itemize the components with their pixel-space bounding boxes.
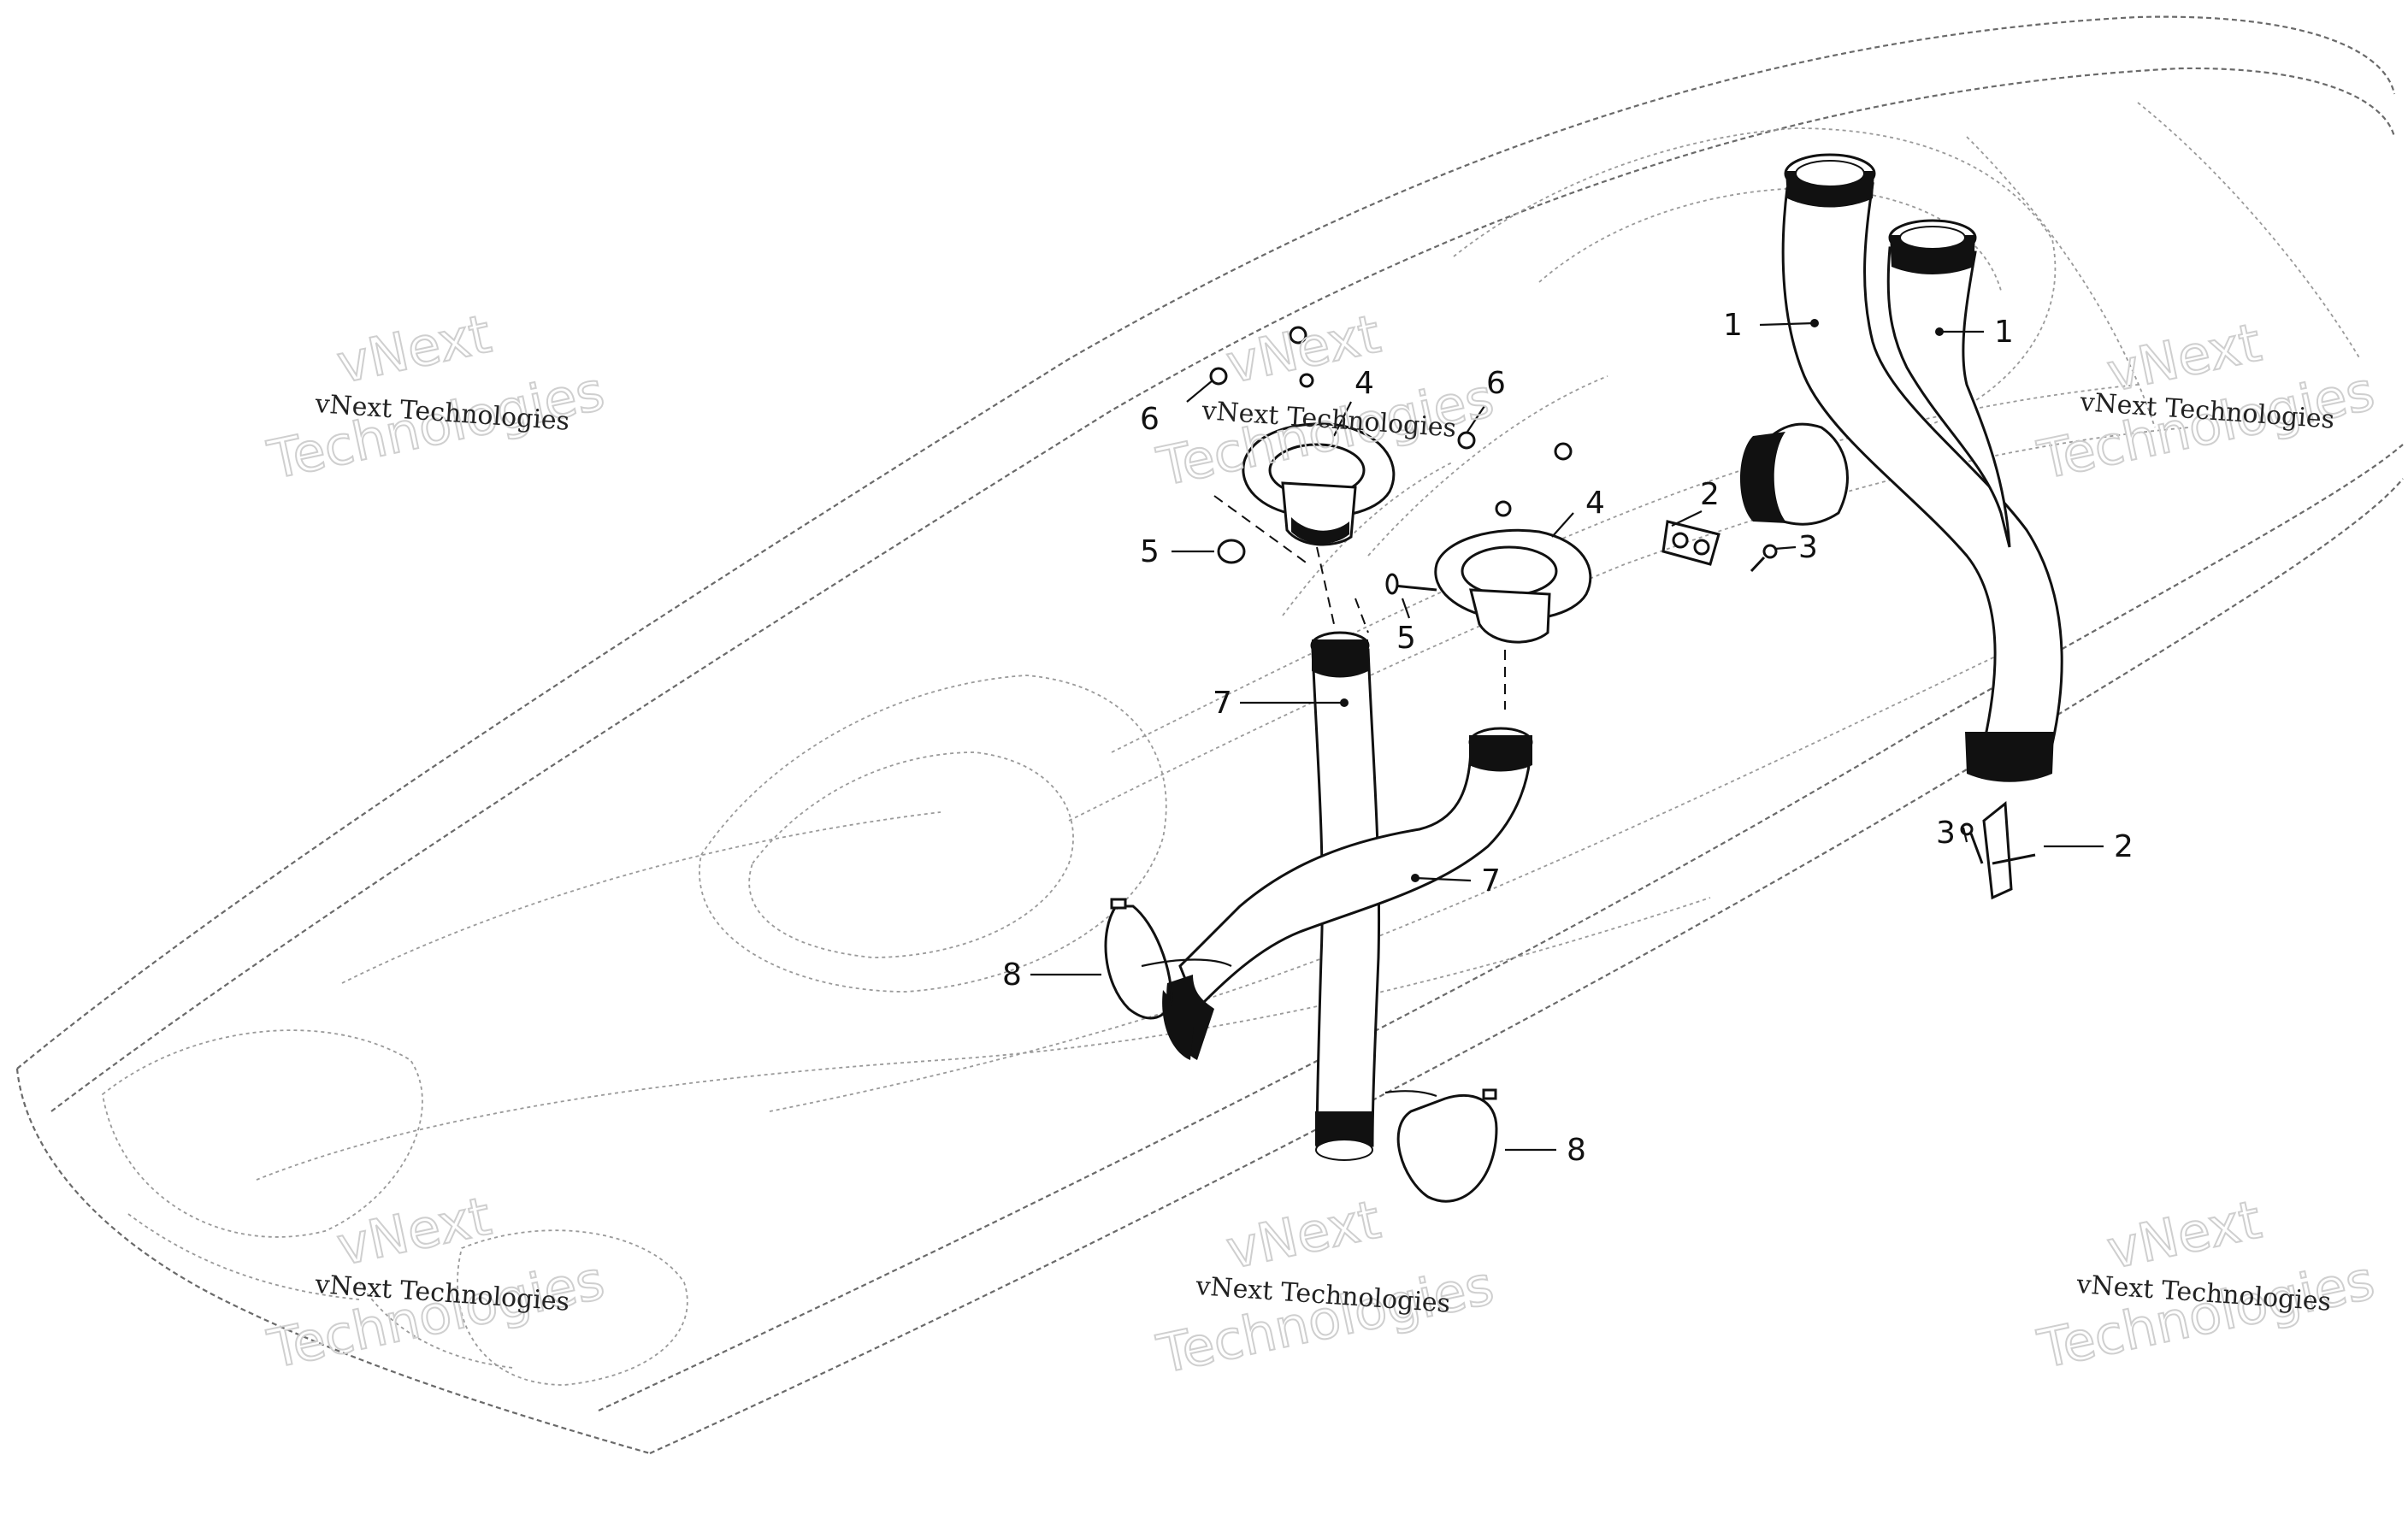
callout-4a: 4 [1354,366,1374,401]
callout-7a: 7 [1213,686,1232,721]
washers [1209,326,1573,517]
callout-4b: 4 [1585,486,1605,521]
watermark-big-line1: vNext [332,1185,496,1278]
screw-lower [1960,822,1984,864]
exhaust-pipe-right [1886,219,2011,548]
callout-6a: 6 [1140,402,1160,437]
callout-3b: 3 [1936,816,1956,851]
hose-clamp-lower [1396,1088,1498,1203]
callout-1b: 1 [1994,315,2014,350]
watermark-bottom-left: vNext Technologies vNext Technologies [262,1184,611,1382]
watermark-top-left: vNext Technologies vNext Technologies [262,302,611,492]
hose-clamp-upper [1104,898,1173,1020]
plug-cap [1217,539,1246,564]
watermark-big-line1: vNext [332,303,496,396]
callout-6b: 6 [1486,366,1506,401]
screw-upper [1750,544,1778,573]
vent-screw [1385,573,1437,595]
callout-1a: 1 [1723,308,1743,343]
vent-housing-right [1434,528,1592,644]
watermark-big-line1: vNext [2102,1188,2266,1282]
callout-5a: 5 [1140,534,1160,569]
hull-outline [15,15,2404,1455]
watermark-big-line1: vNext [1221,1188,1385,1282]
watermark-top-right: vNext Technologies vNext Technologies [2032,310,2381,492]
callout-numbers: 1 1 2 2 3 3 4 4 5 5 6 6 7 7 8 8 [1002,308,2134,1168]
watermark-bottom-right: vNext Technologies vNext Technologies [2032,1187,2381,1382]
callout-3a: 3 [1798,530,1818,565]
callout-5b: 5 [1396,621,1416,656]
vent-housing-left [1242,422,1396,546]
clamp-upper [1661,520,1720,566]
leader-lines [1030,319,2104,1152]
callout-8a: 8 [1002,958,1022,993]
watermark-bottom-center: vNext Technologies vNext Technologies [1151,1187,1500,1387]
exhaust-pipe-left [1781,153,2063,782]
clamp-lower [1982,801,2036,900]
exhaust-pipe-elbow [1740,422,1849,526]
callout-2b: 2 [2114,829,2134,864]
callout-8b: 8 [1567,1133,1586,1168]
callout-2a: 2 [1700,477,1720,512]
callout-7b: 7 [1481,863,1501,899]
